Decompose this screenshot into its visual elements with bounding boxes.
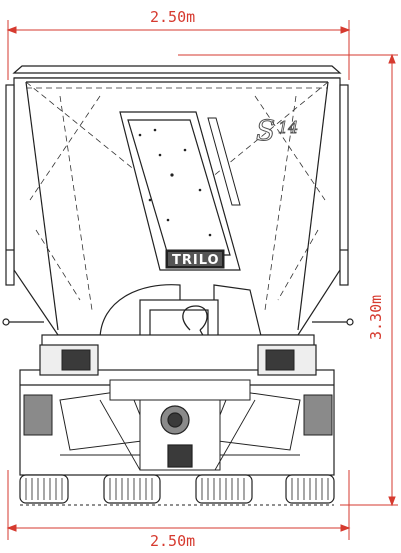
height-label: 3.30m [367,295,385,340]
bottom-width-label: 2.50m [150,532,195,550]
chassis-braces [60,399,300,471]
conveyor-mechanism [59,379,301,471]
chute-bolts [138,128,212,237]
rear-light-brackets [23,349,333,436]
central-chute [119,111,241,271]
model-badge: S 14 [256,114,299,148]
bottom-width-dimension [6,470,351,540]
wheels [19,474,335,504]
trilo-logo: TRILO [165,249,225,269]
trilo-logo-text: TRILO [172,253,220,268]
model-number: 14 [278,118,298,137]
hopper-slot [207,117,241,206]
height-dimension [178,53,398,507]
top-width-label: 2.50m [150,8,195,26]
tire-tread [25,478,329,500]
hitch-assembly [160,405,193,468]
top-width-dimension [6,20,351,80]
model-letter: S [256,114,275,147]
side-handles [2,318,354,326]
